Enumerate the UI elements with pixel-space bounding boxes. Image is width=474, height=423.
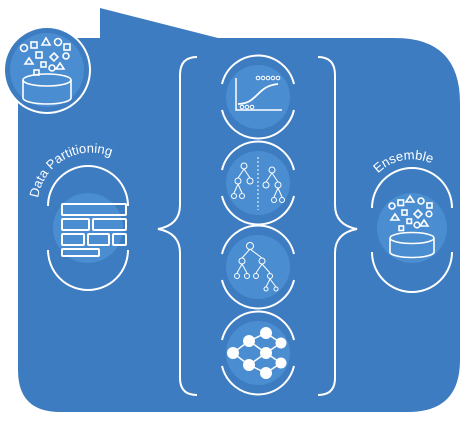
- left-brace: [157, 56, 198, 396]
- model-node-4: [221, 310, 295, 396]
- sigmoid-curve-icon: [235, 75, 282, 111]
- model-node-3: [221, 224, 295, 310]
- partition-grid-icon: [61, 203, 127, 257]
- model-node-2: [221, 140, 295, 226]
- ensemble-node: [371, 167, 453, 293]
- input-data-node: [3, 26, 91, 114]
- partition-node: [47, 165, 129, 291]
- model-node-1: [221, 54, 295, 140]
- database-shapes-icon: [19, 36, 72, 105]
- diagram-panel: [18, 8, 460, 412]
- database-shapes-icon: [388, 194, 435, 259]
- decision-tree-icon: [234, 242, 279, 292]
- decision-tree-icon: [231, 157, 285, 210]
- neural-network-icon: [227, 327, 287, 379]
- right-brace: [317, 56, 358, 396]
